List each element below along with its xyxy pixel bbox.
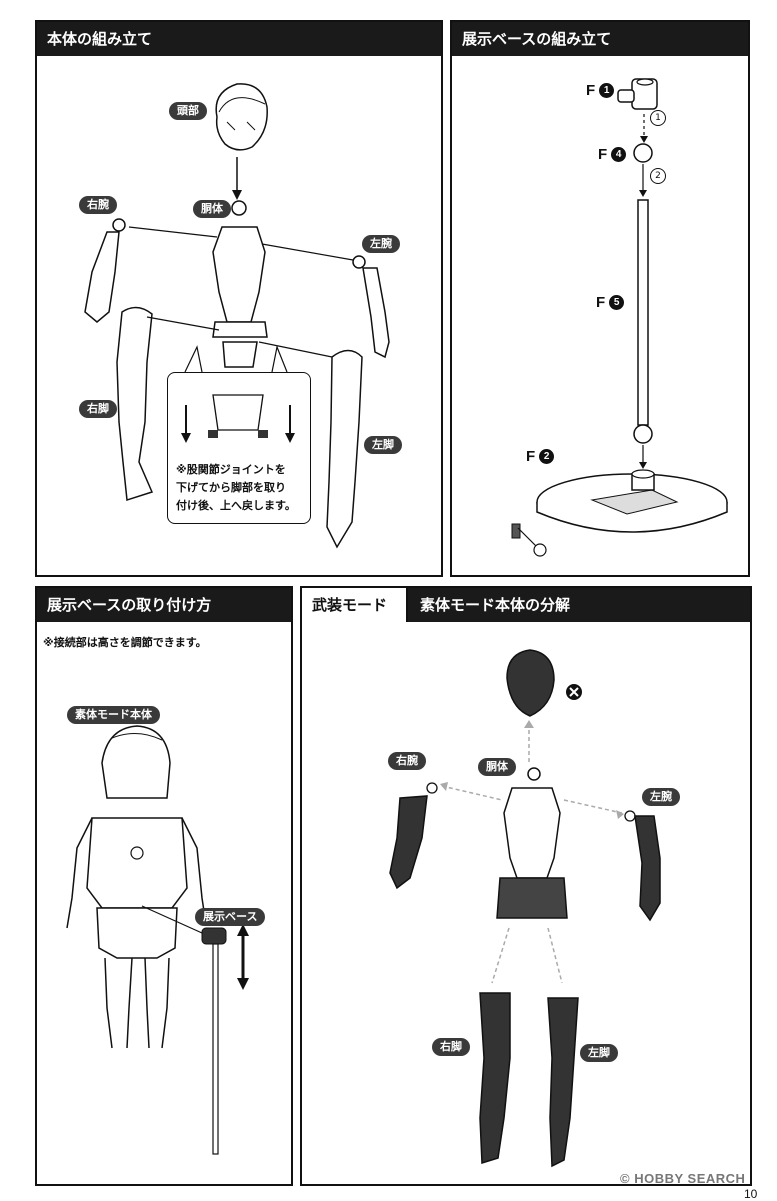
- panel-base-attachment: 展示ベースの取り付け方 ※接続部は高さを調節できます。 素体モード本体 展示ベー…: [35, 586, 293, 1186]
- panel-title: 素体モード本体の分解: [408, 588, 750, 622]
- right-leg-part: [479, 992, 511, 1165]
- copyright-icon: ©: [620, 1171, 631, 1186]
- torso-part: [496, 767, 568, 919]
- label-body: 素体モード本体: [67, 706, 160, 724]
- panel-title-bar: 武装モード 素体モード本体の分解: [302, 588, 750, 622]
- label-base: 展示ベース: [195, 908, 266, 926]
- remove-icon: [566, 684, 582, 700]
- page-number: 10: [744, 1187, 758, 1201]
- label-left-leg: 左脚: [364, 436, 402, 454]
- panel-body-assembly: 本体の組み立て: [35, 20, 443, 577]
- figure-back-view: [66, 725, 206, 1049]
- panel-title: 展示ベースの取り付け方: [37, 588, 291, 622]
- label-right-leg: 右脚: [79, 400, 117, 418]
- height-adjust-note: ※接続部は高さを調節できます。: [43, 636, 207, 649]
- label-head: 頭部: [169, 102, 207, 120]
- head-part: [215, 83, 268, 151]
- label-right-leg: 右脚: [432, 1038, 470, 1056]
- panel-title: 本体の組み立て: [37, 22, 441, 56]
- hip-joint-illustration: [181, 394, 295, 443]
- label-right-arm: 右腕: [79, 196, 117, 214]
- label-right-arm: 右腕: [388, 752, 426, 770]
- torso-part: [212, 200, 268, 368]
- left-arm-part: [352, 255, 390, 359]
- part-f4-ball: [633, 143, 653, 163]
- step-1-marker: 1: [650, 110, 666, 126]
- head-part: [506, 649, 555, 717]
- part-f1-joint: [617, 78, 658, 110]
- base-assembly-illustration: [511, 78, 728, 557]
- base-screw: [511, 523, 547, 557]
- hip-joint-note-box: ※股関節ジョイントを 下げてから脚部を取り 付け後、上へ戻します。: [167, 372, 311, 524]
- base-attachment-illustration: [66, 725, 249, 1155]
- label-torso: 胴体: [478, 758, 516, 776]
- right-leg-part: [116, 306, 154, 501]
- part-f2-base: [536, 469, 728, 533]
- left-leg-part: [547, 997, 579, 1168]
- body-assembly-illustration: [84, 83, 390, 549]
- label-left-arm: 左腕: [362, 235, 400, 253]
- left-leg-part: [326, 349, 363, 549]
- panel-title: 展示ベースの組み立て: [452, 22, 748, 56]
- panel-base-assembly: 展示ベースの組み立て: [450, 20, 750, 577]
- panel-disassembly: 武装モード 素体モード本体の分解: [300, 586, 752, 1186]
- step-2-marker: 2: [650, 168, 666, 184]
- panel-title-mode: 武装モード: [302, 588, 408, 622]
- left-arm-part: [624, 810, 661, 922]
- hobby-search-watermark: © HOBBY SEARCH: [620, 1171, 746, 1186]
- disassembly-illustration: [389, 649, 661, 1168]
- label-torso: 胴体: [193, 200, 231, 218]
- hip-joint-note: ※股関節ジョイントを 下げてから脚部を取り 付け後、上へ戻します。: [176, 463, 296, 512]
- base-joint-attachment: [201, 924, 249, 1155]
- right-arm-part: [84, 218, 126, 323]
- label-left-leg: 左脚: [580, 1044, 618, 1062]
- label-left-arm: 左腕: [642, 788, 680, 806]
- part-f5-pole: [633, 199, 653, 444]
- right-arm-part: [389, 782, 438, 890]
